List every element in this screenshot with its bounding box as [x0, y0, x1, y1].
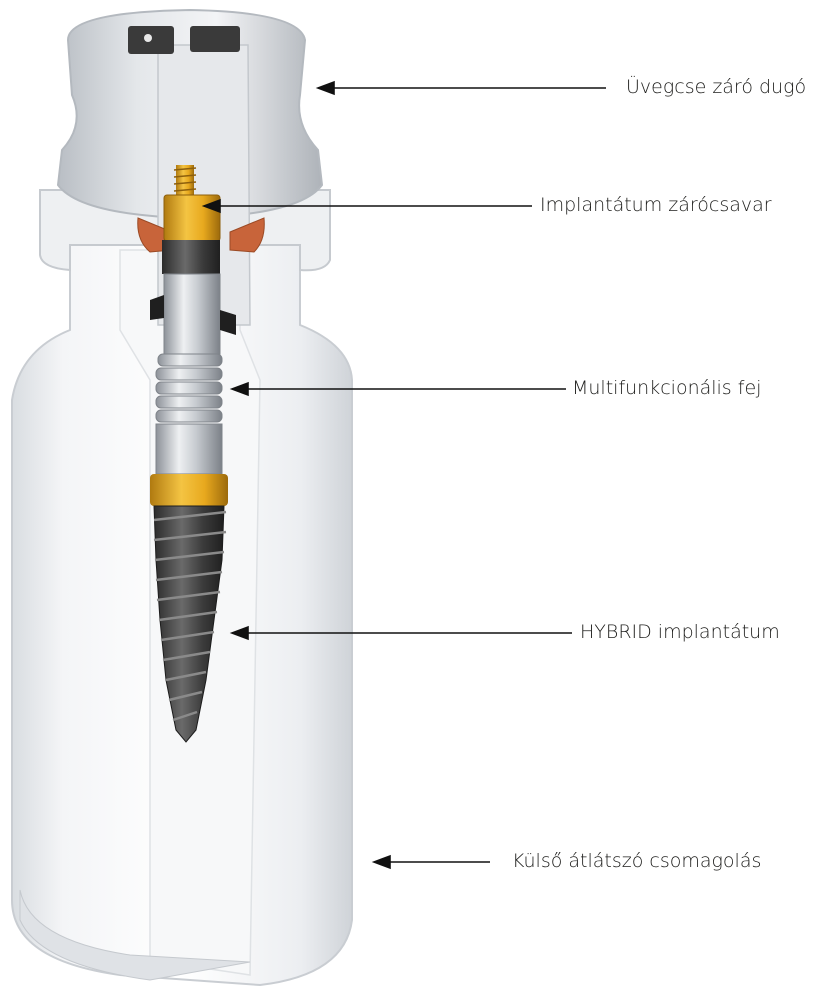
- label-closure-screw: Implantátum zárócsavar: [540, 196, 772, 215]
- head-grooves: [156, 354, 222, 422]
- label-vial-stopper: Üvegcse záró dugó: [626, 78, 806, 97]
- cap-top-hole: [144, 34, 152, 42]
- label-outer-packaging: Külső átlátszó csomagolás: [512, 852, 761, 871]
- screw-hex-head: [164, 195, 220, 241]
- head-steel-body: [164, 274, 220, 354]
- label-hybrid-implant: HYBRID implantátum: [580, 623, 780, 642]
- implant-gold-band: [150, 474, 228, 506]
- head-dark-collar: [162, 240, 220, 274]
- label-multifunctional-head: Multifunkcionális fej: [572, 379, 761, 398]
- callout-arrow-vial: [374, 856, 390, 868]
- cap-top-mark-right: [190, 26, 240, 52]
- callout-arrow-cap: [318, 82, 334, 94]
- head-lower-neck: [156, 424, 222, 474]
